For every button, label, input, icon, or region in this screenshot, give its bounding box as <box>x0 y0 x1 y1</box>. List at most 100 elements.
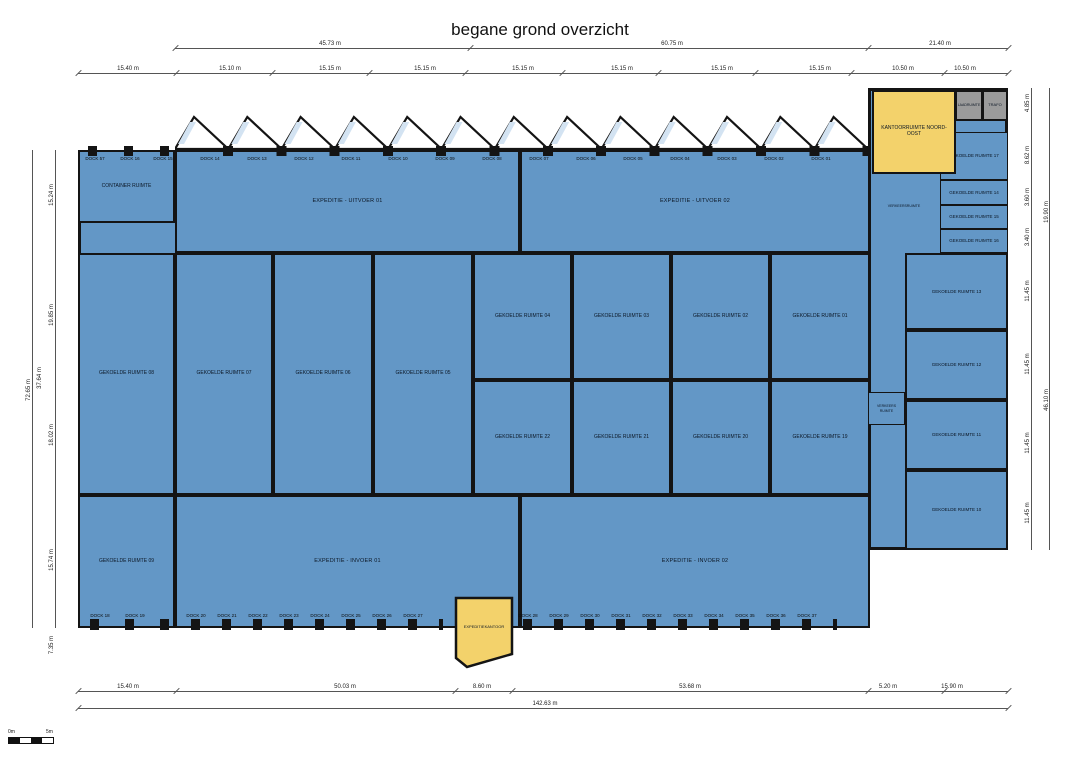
room-label: GEKOELDE RUIMTE 20 <box>692 433 748 440</box>
room-verkeersruimte-small: VERKEERS RUIMTE <box>868 392 905 425</box>
dimension-label: 15.90 m <box>941 684 963 690</box>
dock-label: DOCK 30 <box>580 613 600 618</box>
room-label: GEKOELDE RUIMTE 06 <box>295 370 351 377</box>
dock-label: DOCK 08 <box>482 156 502 161</box>
dimension-label: 3.40 m <box>1025 227 1031 247</box>
dimension-label: 72.65 m <box>26 379 32 401</box>
room-kantoorruimte-noord-oost: KANTOORRUIMTE NOORD-OOST <box>872 90 956 174</box>
dimension-label: 142.63 m <box>532 701 558 707</box>
room-gekoelde-ruimte-15: GEKOELDE RUIMTE 15 <box>940 205 1008 229</box>
dimension-label: 15.74 m <box>49 549 55 571</box>
dimension-label: 15.15 m <box>809 66 831 72</box>
dimension-label: 4.85 m <box>1025 93 1031 113</box>
dimension-label: 8.60 m <box>472 684 492 690</box>
dimension-label: 15.15 m <box>414 66 436 72</box>
dimension-label: 11.45 m <box>1025 353 1031 375</box>
dock-label: DOCK 02 <box>764 156 784 161</box>
dimension-label: 18.02 m <box>49 424 55 446</box>
room-gekoelde-ruimte-05: GEKOELDE RUIMTE 05 <box>373 253 473 495</box>
dimension-label: 15.15 m <box>611 66 633 72</box>
room-label: EXPEDITIE - UITVOER 02 <box>659 198 731 205</box>
dock-label: DOCK 27 <box>403 613 423 618</box>
dock-label: DOCK 20 <box>186 613 206 618</box>
corridor-verkeersruimte-label: VERKEERSRUIMTE <box>868 200 940 212</box>
dimension-label: 45.73 m <box>319 41 341 47</box>
room-label: GEKOELDE RUIMTE 13 <box>931 288 982 294</box>
room-label: EXPEDITIE - INVOER 01 <box>314 558 381 565</box>
room-label: GEKOELDE RUIMTE 12 <box>931 362 982 368</box>
room-gekoelde-ruimte-10: GEKOELDE RUIMTE 10 <box>905 470 1008 550</box>
room-gekoelde-ruimte-08: GEKOELDE RUIMTE 08 <box>78 253 175 495</box>
dim-line-bottom-1 <box>78 691 1008 692</box>
dock-label: DOCK 01 <box>811 156 831 161</box>
dimension-label: 37.64 m <box>37 367 43 389</box>
room-label: GEKOELDE RUIMTE 10 <box>931 507 982 513</box>
room-label: GEKOELDE RUIMTE 07 <box>196 370 252 377</box>
room-label: GEKOELDE RUIMTE 14 <box>949 189 999 195</box>
dimension-label: 10.50 m <box>892 66 914 72</box>
room-gekoelde-ruimte-02: GEKOELDE RUIMTE 02 <box>671 253 770 380</box>
dim-tick <box>1005 69 1012 77</box>
room-label: GEKOELDE RUIMTE 11 <box>931 432 982 438</box>
room-label: GEKOELDE RUIMTE 08 <box>98 370 154 377</box>
dim-tick <box>1005 44 1012 52</box>
dim-line-right-outer <box>1049 88 1050 550</box>
dock-label: DOCK 35 <box>735 613 755 618</box>
room-gekoelde-ruimte-04: GEKOELDE RUIMTE 04 <box>473 253 572 380</box>
dimension-label: 11.45 m <box>1025 432 1031 454</box>
scale-end-label: 5m <box>46 729 53 735</box>
dim-tick <box>1005 687 1012 695</box>
dock-label: DOCK 13 <box>247 156 267 161</box>
room-expeditie-uitvoer-01: EXPEDITIE - UITVOER 01 <box>175 150 520 253</box>
room-label: LAADRUIMTE <box>957 103 981 108</box>
dock-label: DOCK 11 <box>341 156 361 161</box>
dock-label: DOCK 26 <box>372 613 392 618</box>
room-label: VERKEERSRUIMTE <box>887 204 921 208</box>
room-gekoelde-ruimte-09: GEKOELDE RUIMTE 09 <box>78 495 175 628</box>
dimension-label: 19.85 m <box>49 304 55 326</box>
room-expeditiekantoor: EXPEDITIEKANTOOR <box>454 596 514 670</box>
dim-line-bottom-2 <box>78 708 1008 709</box>
dimension-label: 15.24 m <box>49 184 55 206</box>
expeditiekantoor-shape <box>454 596 514 669</box>
room-gekoelde-ruimte-13: GEKOELDE RUIMTE 13 <box>905 253 1008 330</box>
room-label: KANTOORRUIMTE NOORD-OOST <box>881 125 947 137</box>
room-label: GEKOELDE RUIMTE 17 <box>949 153 999 159</box>
room-label: GEKOELDE RUIMTE 16 <box>949 238 999 244</box>
room-label: GEKOELDE RUIMTE 21 <box>593 433 649 440</box>
room-label: GEKOELDE RUIMTE 19 <box>792 433 848 440</box>
scale-start-label: 0m <box>8 729 15 735</box>
room-label: GEKOELDE RUIMTE 09 <box>98 557 154 564</box>
room-label: GEKOELDE RUIMTE 15 <box>949 214 999 220</box>
dock-label: DOCK 24 <box>310 613 330 618</box>
room-label: GEKOELDE RUIMTE 01 <box>792 312 848 319</box>
room-label: GEKOELDE RUIMTE 02 <box>692 312 748 319</box>
room-gekoelde-ruimte-20: GEKOELDE RUIMTE 20 <box>671 380 770 495</box>
dimension-label: 15.10 m <box>219 66 241 72</box>
dock-label: DOCK 14 <box>200 156 220 161</box>
dock-label: DOCK 05 <box>623 156 643 161</box>
room-container-ruimte: CONTAINER RUIMTE <box>78 150 175 223</box>
dimension-label: 11.45 m <box>1025 502 1031 524</box>
room-gekoelde-ruimte-12: GEKOELDE RUIMTE 12 <box>905 330 1008 400</box>
room-laadruimte: LAADRUIMTE <box>955 90 983 121</box>
room-gekoelde-ruimte-22: GEKOELDE RUIMTE 22 <box>473 380 572 495</box>
dock-label: DOCK 57 <box>85 156 105 161</box>
dim-line-left-outer <box>32 150 33 628</box>
dock-label: DOCK 04 <box>670 156 690 161</box>
room-expeditie-uitvoer-02: EXPEDITIE - UITVOER 02 <box>520 150 870 253</box>
dimension-label: 15.40 m <box>117 684 139 690</box>
dim-line-top-2 <box>78 73 1008 74</box>
dim-line-top-1 <box>175 48 1008 49</box>
dock-label: DOCK 16 <box>120 156 140 161</box>
room-gekoelde-ruimte-11: GEKOELDE RUIMTE 11 <box>905 400 1008 470</box>
dock-label: DOCK 03 <box>717 156 737 161</box>
dock-label: DOCK 18 <box>90 613 110 618</box>
room-expeditie-invoer-02: EXPEDITIE - INVOER 02 <box>520 495 870 628</box>
dimension-label: 8.62 m <box>1025 145 1031 165</box>
room-label: GEKOELDE RUIMTE 03 <box>593 312 649 319</box>
dimension-label: 50.03 m <box>334 684 356 690</box>
room-gekoelde-ruimte-16: GEKOELDE RUIMTE 16 <box>940 229 1008 253</box>
room-label: CONTAINER RUIMTE <box>101 182 152 189</box>
